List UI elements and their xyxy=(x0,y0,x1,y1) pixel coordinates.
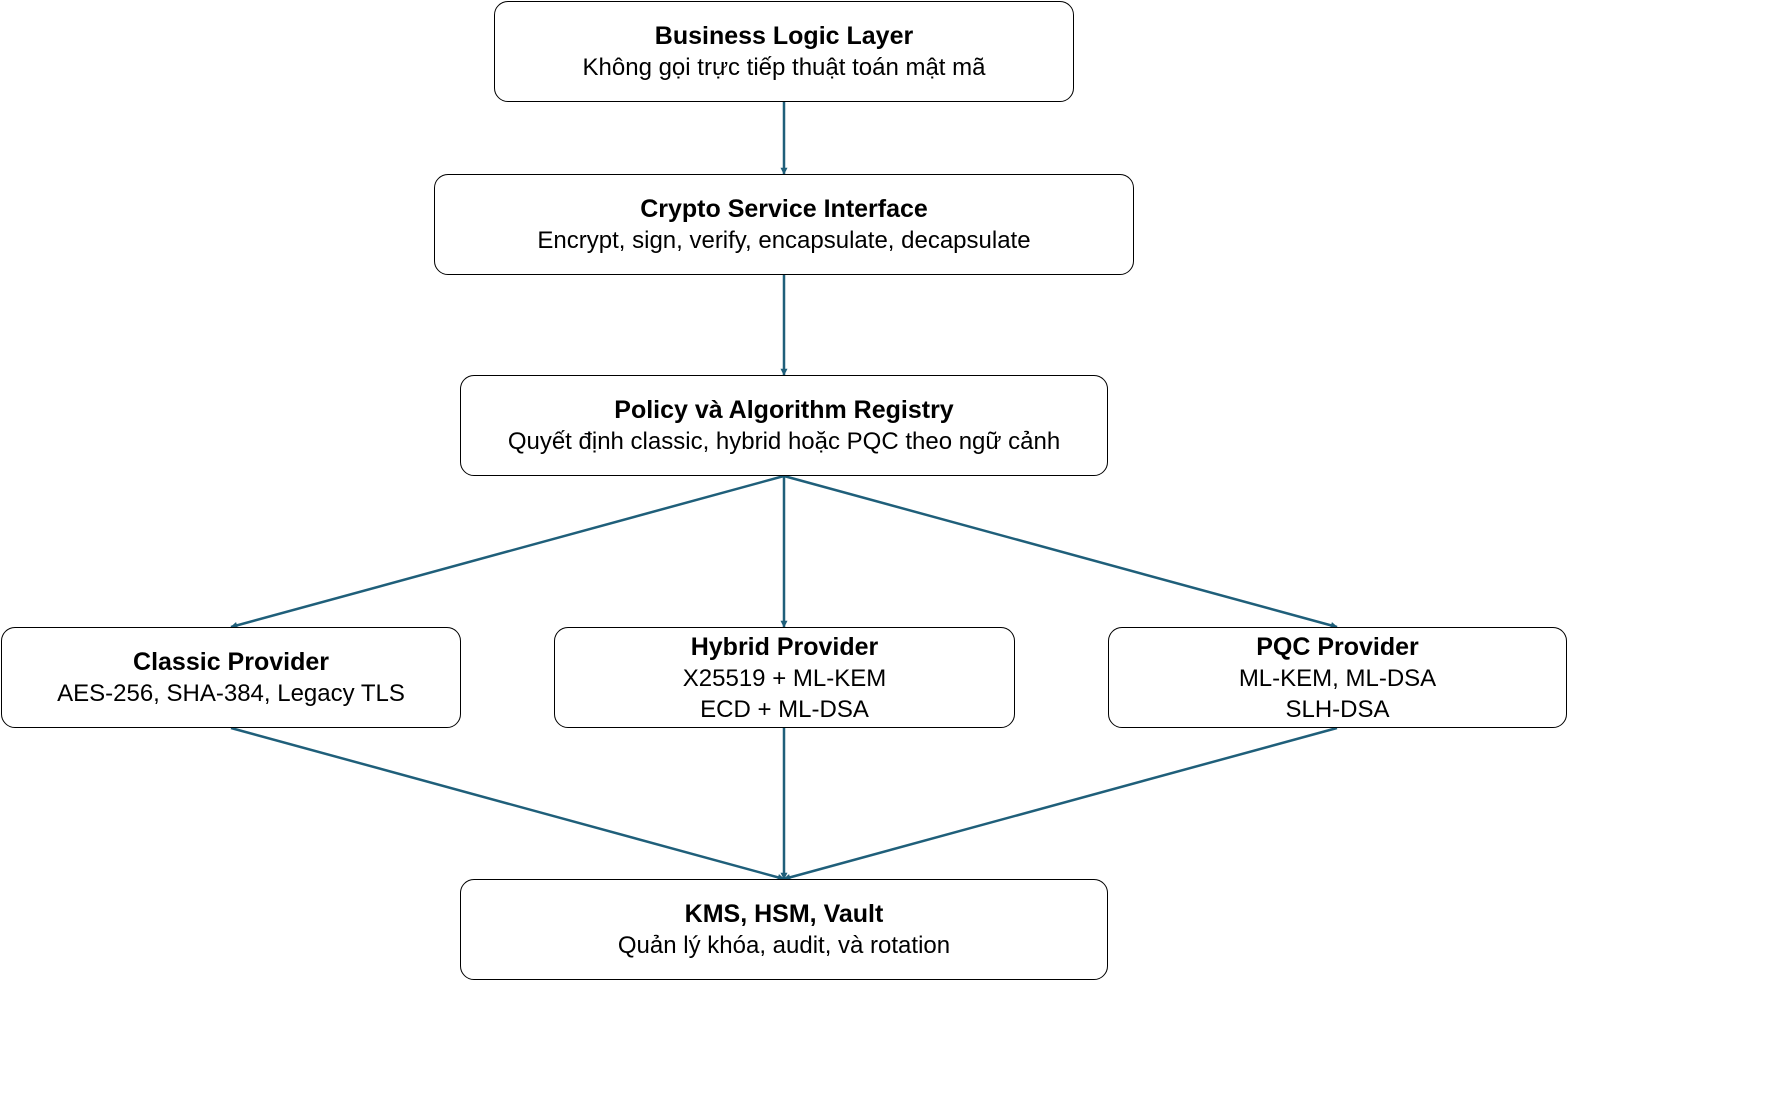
node-title: Policy và Algorithm Registry xyxy=(614,395,954,424)
node-classic-provider: Classic Provider AES-256, SHA-384, Legac… xyxy=(1,627,461,728)
node-description: AES-256, SHA-384, Legacy TLS xyxy=(57,679,405,707)
node-pqc-provider: PQC Provider ML-KEM, ML-DSA SLH-DSA xyxy=(1108,627,1567,728)
node-description: Quản lý khóa, audit, và rotation xyxy=(617,931,951,959)
node-description: ECD + ML-DSA xyxy=(700,696,869,723)
node-title: Crypto Service Interface xyxy=(640,194,928,223)
edge-policy-to-pqc xyxy=(783,474,1338,629)
node-title: Business Logic Layer xyxy=(654,21,914,50)
edge-layer xyxy=(230,102,1338,881)
edge-classic-to-kms xyxy=(230,726,785,881)
node-crypto-service-interface: Crypto Service Interface Encrypt, sign, … xyxy=(434,174,1134,275)
node-description: ML-KEM, ML-DSA xyxy=(1238,665,1437,692)
node-description: Không gọi trực tiếp thuật toán mật mã xyxy=(582,53,986,81)
node-hybrid-provider: Hybrid Provider X25519 + ML-KEM ECD + ML… xyxy=(554,627,1015,728)
node-title: Hybrid Provider xyxy=(690,633,879,661)
node-kms-hsm-vault: KMS, HSM, Vault Quản lý khóa, audit, và … xyxy=(460,879,1108,980)
node-title: Classic Provider xyxy=(133,647,329,676)
node-business-logic-layer: Business Logic Layer Không gọi trực tiếp… xyxy=(494,1,1074,102)
node-description: SLH-DSA xyxy=(1285,696,1390,723)
node-description: X25519 + ML-KEM xyxy=(682,665,887,692)
node-policy-algorithm-registry: Policy và Algorithm Registry Quyết định … xyxy=(460,375,1108,476)
node-title: PQC Provider xyxy=(1256,633,1419,661)
edge-pqc-to-kms xyxy=(783,726,1338,881)
node-title: KMS, HSM, Vault xyxy=(684,899,884,928)
node-description: Quyết định classic, hybrid hoặc PQC theo… xyxy=(507,427,1061,455)
node-description: Encrypt, sign, verify, encapsulate, deca… xyxy=(537,226,1031,254)
architecture-diagram: Business Logic Layer Không gọi trực tiếp… xyxy=(1,1,1567,980)
edge-policy-to-classic xyxy=(230,474,785,629)
